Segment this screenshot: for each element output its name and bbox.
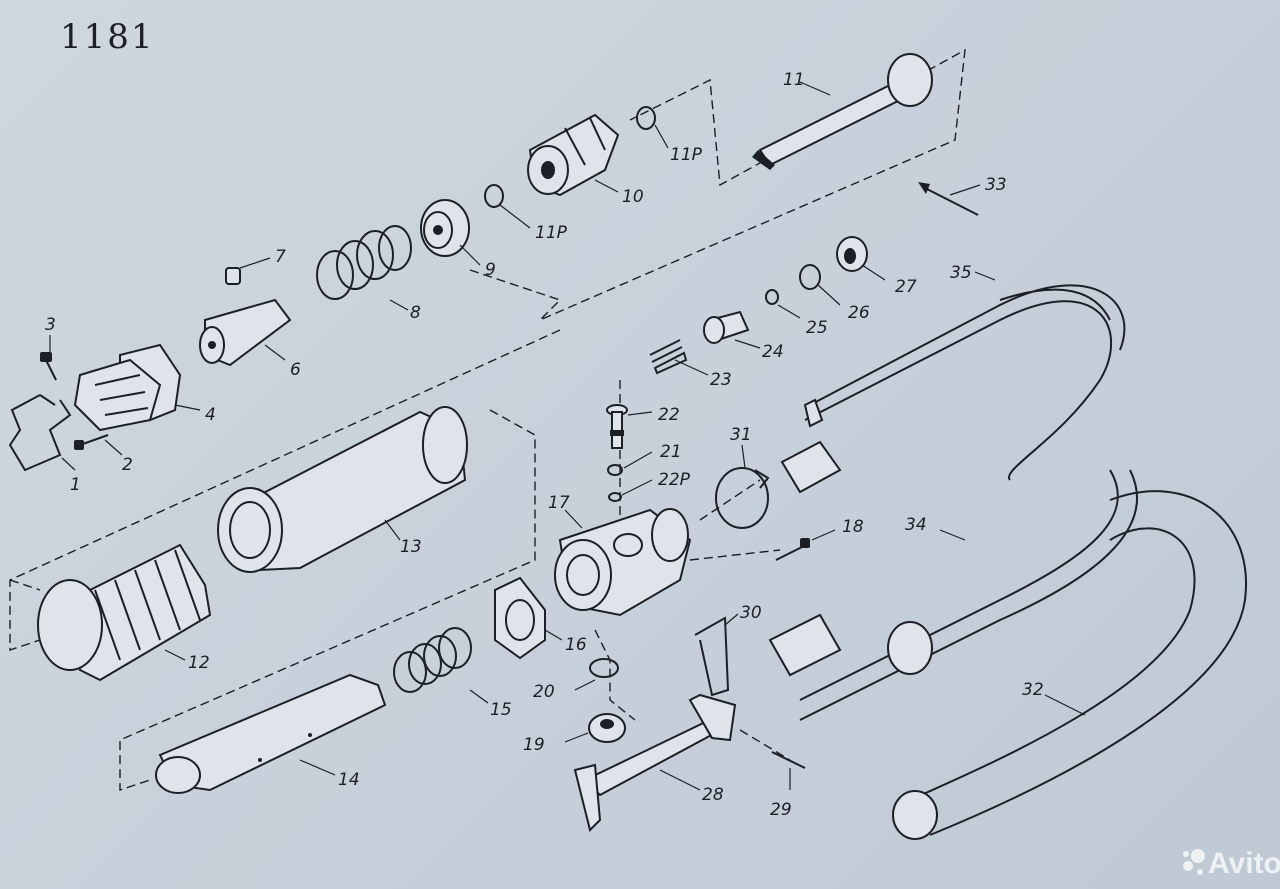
- label-2: 2: [122, 455, 133, 475]
- part-11p-oring-lower: [484, 184, 504, 208]
- part-10-valve-body: [527, 113, 620, 197]
- label-10: 10: [622, 187, 644, 207]
- label-9: 9: [485, 260, 496, 280]
- part-3-screw: [40, 352, 57, 381]
- avito-watermark: Avito: [1183, 847, 1280, 880]
- label-11: 11: [783, 70, 805, 90]
- label-13: 13: [400, 537, 422, 557]
- label-27: 27: [895, 277, 917, 297]
- part-11p-oring-upper: [636, 106, 656, 130]
- part-27-nut: [836, 236, 868, 272]
- label-18: 18: [842, 517, 864, 537]
- label-21: 21: [660, 442, 682, 462]
- part-28-trigger-lever: [573, 693, 737, 832]
- part-32-hose: [892, 490, 1248, 840]
- part-17-handle-body: [554, 508, 692, 617]
- part-11-shank: [752, 53, 933, 170]
- label-11p-lower: 11P: [535, 223, 568, 243]
- label-34: 34: [905, 515, 927, 535]
- assembly-guide-left: [9, 329, 561, 651]
- part-1-spring-clip: [8, 394, 72, 472]
- watermark-text: Avito: [1208, 847, 1280, 880]
- part-14-deflector: [155, 673, 387, 794]
- assembly-guide-upper: [469, 48, 966, 321]
- part-22-valve-stem: [606, 404, 628, 449]
- label-29: 29: [770, 800, 792, 820]
- label-7: 7: [275, 247, 286, 267]
- part-18-screw: [775, 538, 810, 561]
- label-23: 23: [710, 370, 732, 390]
- label-16: 16: [565, 635, 587, 655]
- part-6-piston: [199, 298, 292, 367]
- label-26: 26: [848, 303, 870, 323]
- part-4-flange-housing: [73, 343, 182, 432]
- part-2-screw: [74, 434, 109, 450]
- label-19: 19: [523, 735, 545, 755]
- part-20-oring: [589, 658, 619, 678]
- part-34-hose-lower: [768, 469, 1138, 721]
- part-7-pin: [225, 267, 241, 285]
- part-22p-oring: [608, 492, 622, 502]
- part-13-barrel: [217, 406, 468, 573]
- label-11p-upper: 11P: [670, 145, 703, 165]
- avito-logo-icon: [1183, 849, 1205, 875]
- part-9-bushing: [420, 199, 470, 257]
- label-15: 15: [490, 700, 512, 720]
- label-33: 33: [985, 175, 1007, 195]
- part-31-retaining-ring: [715, 467, 770, 529]
- part-26-oring: [799, 264, 821, 290]
- label-24: 24: [762, 342, 784, 362]
- label-1: 1: [70, 475, 81, 495]
- part-12-ribbed-grip: [37, 543, 212, 682]
- part-8-spring: [316, 225, 412, 300]
- label-22: 22: [658, 405, 680, 425]
- label-6: 6: [290, 360, 301, 380]
- label-30: 30: [740, 603, 762, 623]
- assembly-guide-lower: [594, 479, 791, 761]
- label-3: 3: [45, 315, 56, 335]
- label-20: 20: [533, 682, 555, 702]
- part-21-washer: [607, 464, 623, 476]
- label-17: 17: [548, 493, 570, 513]
- part-33-pin: [918, 182, 979, 216]
- part-15-spring: [393, 627, 472, 693]
- model-number: 1181: [60, 17, 155, 57]
- leader-lines: [49, 81, 1086, 791]
- part-25-washer: [765, 289, 779, 305]
- part-23-small-spring: [649, 339, 688, 375]
- part-29-pin: [771, 751, 806, 769]
- part-35-hose-upper: [780, 284, 1126, 494]
- label-35: 35: [950, 263, 972, 283]
- part-30-wire-clip: [694, 616, 730, 697]
- label-32: 32: [1022, 680, 1044, 700]
- label-12: 12: [188, 653, 210, 673]
- label-4: 4: [205, 405, 216, 425]
- label-28: 28: [702, 785, 724, 805]
- label-14: 14: [338, 770, 360, 790]
- part-24-sleeve: [703, 310, 750, 344]
- label-31: 31: [730, 425, 752, 445]
- label-25: 25: [806, 318, 828, 338]
- label-22p: 22P: [658, 470, 691, 490]
- label-8: 8: [410, 303, 421, 323]
- part-19-bushing: [588, 713, 626, 743]
- part-labels: 1 2 3 4 6 7 8 9 10 11 11P 11P 12 13 14 1…: [45, 70, 1044, 820]
- part-16-gasket: [494, 576, 546, 660]
